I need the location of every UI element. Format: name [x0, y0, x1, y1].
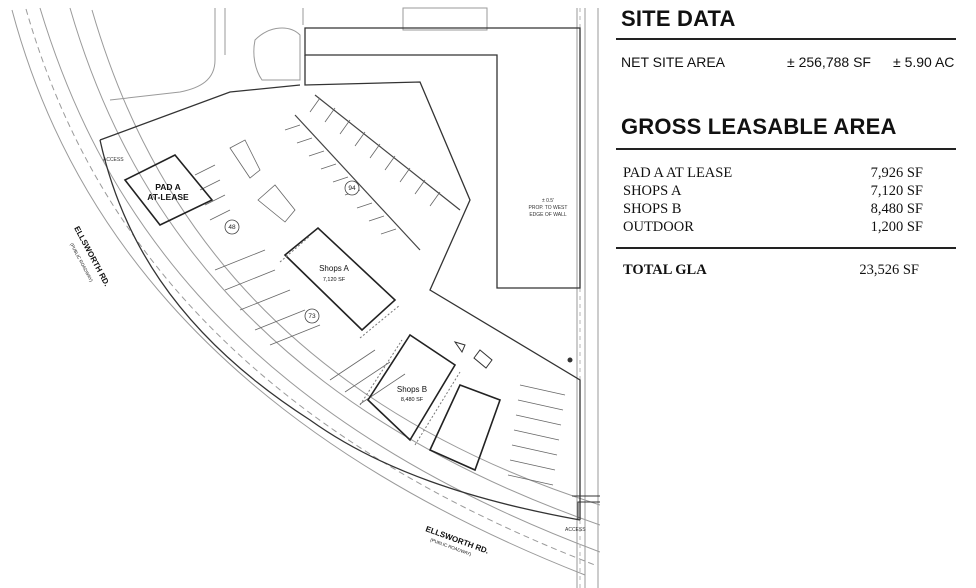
gla-row-value: 8,480 SF [870, 201, 923, 217]
property-line [304, 55, 581, 520]
stall-count-1: 48 [228, 224, 236, 231]
gla-row: SHOPS A 7,120 SF [623, 182, 923, 200]
pad-a-building [123, 153, 214, 227]
shops-a-building [283, 226, 397, 332]
road-centerline [25, 8, 596, 566]
access-label-west: ACCESS [103, 157, 124, 163]
gla-heading: GROSS LEASABLE AREA [621, 114, 897, 139]
property-line [304, 27, 581, 289]
site-data-panel: SITE DATA NET SITE AREA ± 256,788 SF ± 5… [612, 0, 976, 588]
road-edge [69, 7, 600, 526]
net-site-area-label: NET SITE AREA [621, 54, 725, 70]
wall-note-line3: EDGE OF WALL [529, 212, 567, 218]
road-edge [11, 9, 586, 576]
pad-a-label-line1: PAD A [155, 182, 181, 192]
shops-b-label: Shops B [397, 385, 427, 394]
property-line [99, 84, 301, 141]
gla-row-label: SHOPS B [623, 201, 682, 217]
pad-a-label-line2: AT-LEASE [147, 192, 189, 202]
gla-row-value: 7,120 SF [870, 183, 923, 199]
site-plan-map: 48 94 73 PAD A AT-LEASE Shops A 7,120 SF… [11, 7, 600, 588]
property-line [99, 139, 581, 521]
patio-building [428, 383, 502, 472]
gla-row-label: PAD A AT LEASE [623, 165, 733, 181]
gla-row: OUTDOOR 1,200 SF [623, 218, 923, 236]
gla-row: SHOPS B 8,480 SF [623, 200, 923, 218]
site-data-heading: SITE DATA [621, 6, 736, 31]
divider [616, 148, 956, 150]
shops-a-area: 7,120 SF [323, 277, 346, 283]
gla-row-label: OUTDOOR [623, 219, 694, 235]
gla-list: PAD A AT LEASE 7,926 SF SHOPS A 7,120 SF… [623, 164, 923, 236]
access-label-south: ACCESS [565, 527, 586, 533]
wall-note-line1: ± 0.5' [542, 198, 554, 204]
wall-note-line2: PROP. TO WEST [529, 205, 568, 211]
gla-row: PAD A AT LEASE 7,926 SF [623, 164, 923, 182]
stall-count-2: 94 [348, 185, 356, 192]
shops-a-label: Shops A [319, 264, 349, 273]
net-site-area-ac: ± 5.90 AC [893, 54, 955, 70]
shops-b-area: 8,480 SF [401, 397, 424, 403]
gla-row-value: 1,200 SF [870, 219, 923, 235]
divider [616, 38, 956, 40]
divider [616, 247, 956, 249]
road-edge [39, 7, 600, 553]
total-gla-value: 23,526 SF [859, 262, 919, 278]
net-site-area-sf: ± 256,788 SF [787, 54, 871, 70]
gla-row-value: 7,926 SF [870, 165, 923, 181]
shops-b-building [366, 333, 457, 442]
total-gla-row: TOTAL GLA 23,526 SF [623, 261, 923, 279]
total-gla-label: TOTAL GLA [623, 262, 707, 278]
road-edge [91, 9, 600, 506]
gla-row-label: SHOPS A [623, 183, 682, 199]
stall-count-3: 73 [308, 313, 316, 320]
